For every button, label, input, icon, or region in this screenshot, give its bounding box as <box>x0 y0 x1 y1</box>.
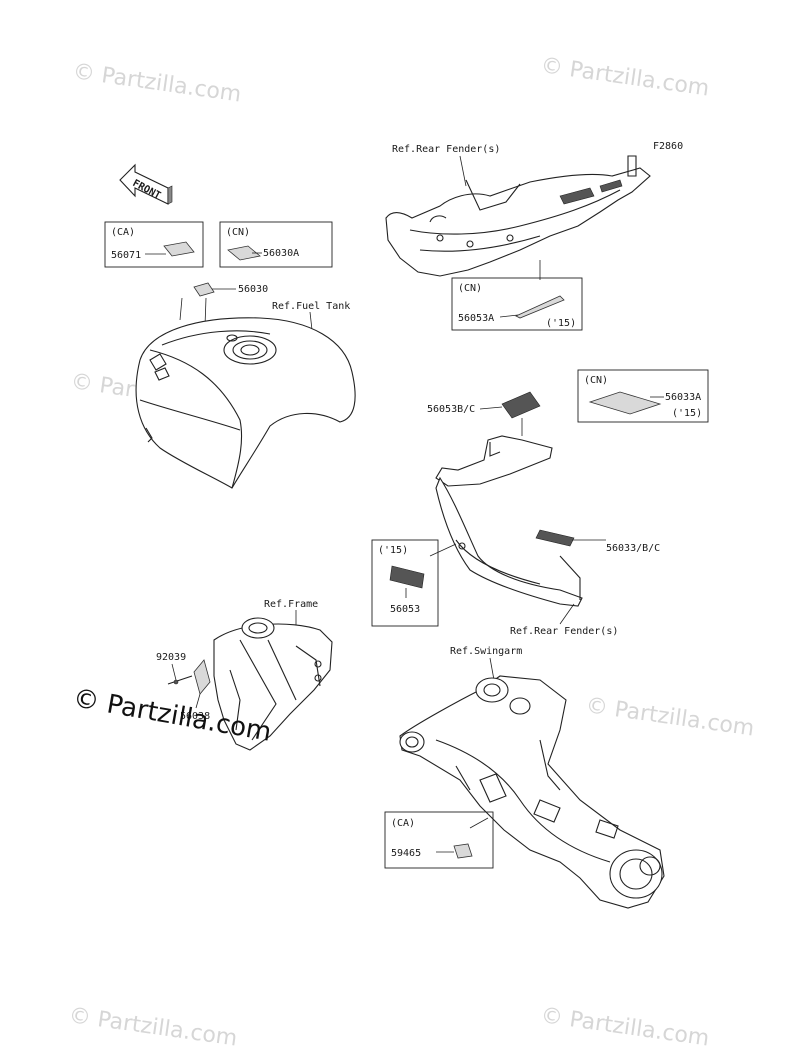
part-56053bc[interactable]: 56053B/C <box>427 404 475 415</box>
region-ca-swingarm: (CA) <box>391 818 415 829</box>
part-56038[interactable]: 56038 <box>180 711 210 722</box>
callout-box-15: ('15) 56053 <box>371 539 457 627</box>
callout-box-ca-top: (CA) 56071 <box>104 221 204 268</box>
year-fender-cn: ('15) <box>546 318 576 329</box>
watermark-mid-right: © Partzilla.com <box>584 693 756 741</box>
callout-box-cn-fender: (CN) 56053A ('15) <box>451 260 583 331</box>
ref-rear-fender-top: Ref.Rear Fender(s) <box>392 144 500 155</box>
part-56033a[interactable]: 56033A <box>665 392 701 403</box>
part-56071[interactable]: 56071 <box>111 250 141 261</box>
ref-fuel-tank: Ref.Fuel Tank <box>272 301 350 312</box>
region-ca-label: (CA) <box>111 227 135 238</box>
ref-frame: Ref.Frame <box>264 599 318 610</box>
diagram-code: F2860 <box>653 141 683 152</box>
part-59465[interactable]: 59465 <box>391 848 421 859</box>
swingarm: Ref.Swingarm <box>399 646 665 909</box>
watermark-top-right: © Partzilla.com <box>539 53 711 101</box>
callout-box-cn-top: (CN) 56030A <box>219 221 333 268</box>
watermark-bottom-left: © Partzilla.com <box>67 1003 239 1046</box>
region-cn-right: (CN) <box>584 375 608 386</box>
ref-swingarm: Ref.Swingarm <box>450 646 522 657</box>
callout-box-cn-right: (CN) 56033A ('15) <box>577 369 709 423</box>
part-56030a[interactable]: 56030A <box>263 248 299 259</box>
part-56033bc[interactable]: 56033/B/C <box>606 543 660 554</box>
part-56053a[interactable]: 56053A <box>458 313 494 324</box>
callout-box-ca-swingarm: (CA) 59465 <box>384 811 494 869</box>
ref-rear-fender-mid: Ref.Rear Fender(s) <box>510 626 618 637</box>
region-cn-label: (CN) <box>226 227 250 238</box>
part-56030[interactable]: 56030 <box>238 284 268 295</box>
part-56053[interactable]: 56053 <box>390 604 420 615</box>
watermark-top-left: © Partzilla.com <box>71 59 243 107</box>
watermark-bottom-right: © Partzilla.com <box>539 1003 711 1046</box>
rear-fender-top: Ref.Rear Fender(s) <box>385 144 651 277</box>
fuel-tank: Ref.Fuel Tank <box>135 297 356 489</box>
front-arrow-icon: FRONT <box>119 163 173 205</box>
year-15-box: ('15) <box>378 545 408 556</box>
callout-56030: 56030 <box>193 282 268 297</box>
frame: Ref.Frame 56038 92039 <box>156 599 333 751</box>
year-right-cn: ('15) <box>672 408 702 419</box>
part-92039[interactable]: 92039 <box>156 652 186 663</box>
rear-fender-mid: 56033/B/C Ref.Rear Fender(s) <box>435 435 660 637</box>
region-cn-fender: (CN) <box>458 283 482 294</box>
callout-56053bc: 56053B/C <box>427 391 541 436</box>
